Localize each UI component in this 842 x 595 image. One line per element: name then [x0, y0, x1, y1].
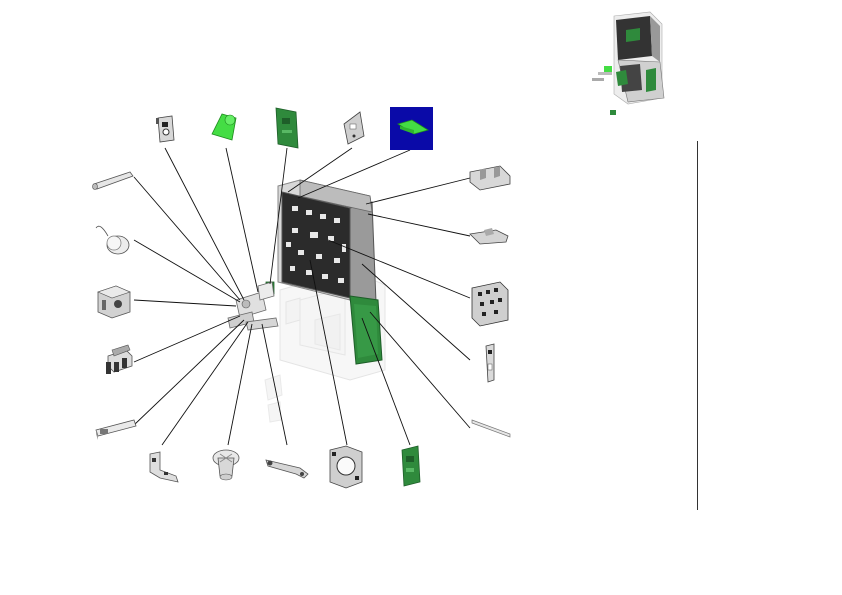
plate-icon[interactable] [469, 228, 509, 245]
bracket-icon[interactable] [485, 343, 495, 383]
bracket-icon[interactable] [156, 115, 175, 143]
knob-icon[interactable] [212, 449, 240, 481]
panel-divider [697, 141, 698, 510]
circuit-board-icon[interactable] [401, 445, 421, 487]
bar-icon[interactable] [95, 419, 137, 440]
leader-lines [133, 147, 471, 446]
plate-icon[interactable] [343, 111, 365, 145]
rail-icon[interactable] [469, 165, 511, 191]
solenoid-icon[interactable] [106, 344, 133, 374]
circuit-board-icon[interactable] [471, 281, 509, 327]
main-assembly [264, 179, 386, 423]
rail-icon[interactable] [471, 419, 511, 438]
coil-icon[interactable] [95, 225, 130, 255]
selected-board-icon[interactable] [390, 107, 433, 150]
circuit-board-icon[interactable] [275, 107, 299, 149]
block-icon[interactable] [97, 285, 131, 319]
clip-icon[interactable] [211, 113, 237, 141]
bracket-icon[interactable] [149, 451, 179, 483]
frame-icon[interactable] [329, 445, 363, 489]
lever-icon[interactable] [265, 459, 309, 479]
rod-icon[interactable] [92, 171, 134, 190]
assembly-thumbnail[interactable] [592, 11, 665, 115]
